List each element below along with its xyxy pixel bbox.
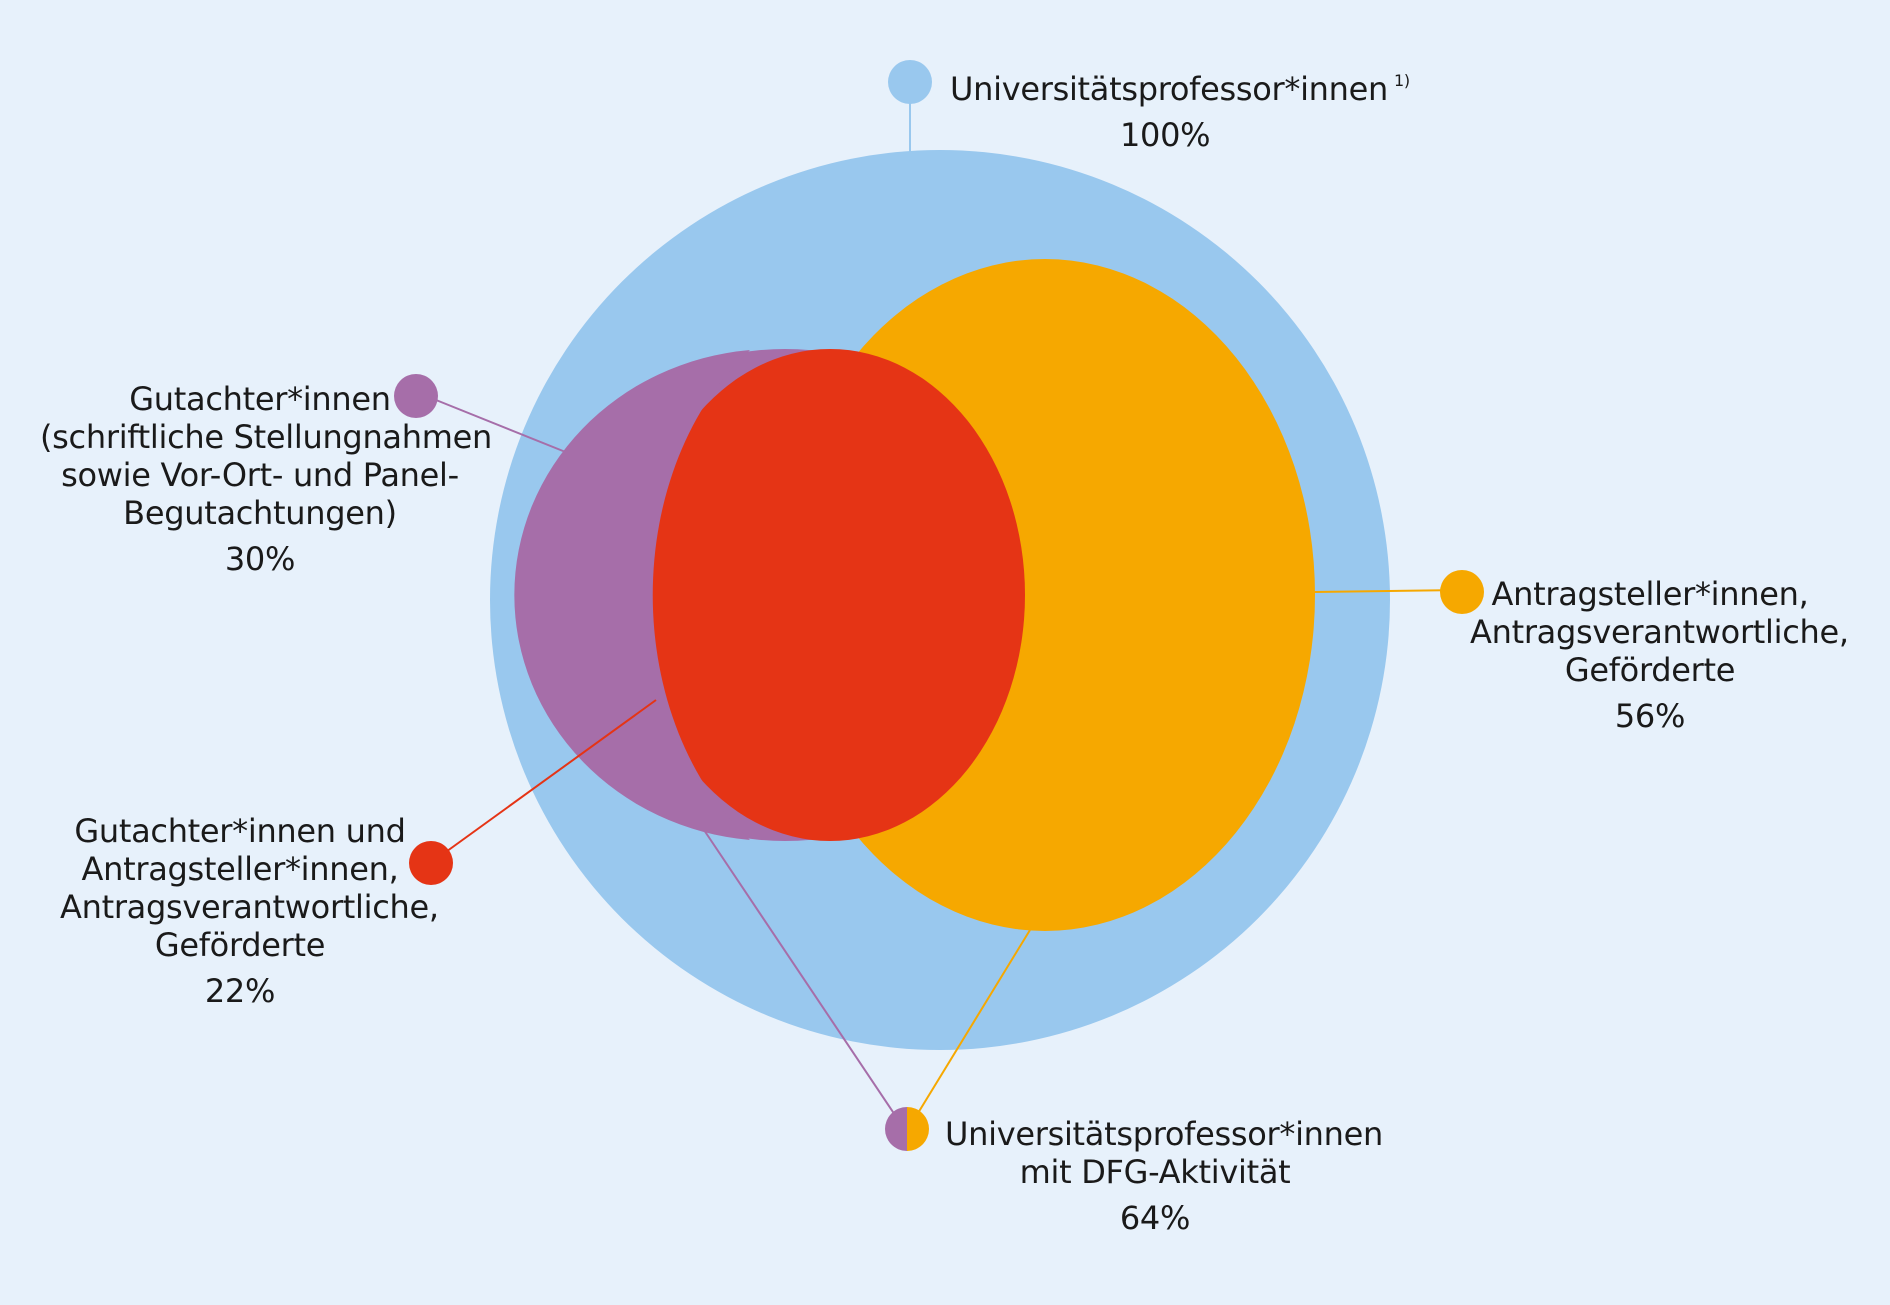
dfg-leader-reviewers [703,829,898,1119]
overlap-label-line: Geförderte [154,926,326,964]
reviewers-marker [394,374,438,418]
professors-percent: 100% [1120,116,1211,154]
overlap-label-line: Gutachter*innen und [74,812,406,850]
applicants-label-line: Antragsverantwortliche, [1470,613,1849,651]
applicants-marker [1440,570,1484,614]
reviewers-percent: 30% [224,540,296,578]
overlap-percent: 22% [204,972,276,1010]
overlap-label-line: Antragsverantwortliche, [60,888,439,926]
reviewers-crescent [514,350,750,840]
dfg-active-label-line: Universitätsprofessor*innen [945,1115,1384,1153]
footnote-marker: 1) [1394,71,1410,90]
applicants-leader [1313,589,1463,593]
applicants-label: Antragsteller*innen, Antragsverantwortli… [1470,575,1849,735]
applicants-label-line: Antragsteller*innen, [1491,575,1809,613]
applicants-percent: 56% [1614,697,1686,735]
dfg-active-percent: 64% [1119,1199,1191,1237]
overlap-label-line: Antragsteller*innen, [81,850,399,888]
professors-marker [888,60,932,104]
overlap-region [635,349,1025,841]
applicants-label-line: Geförderte [1564,651,1736,689]
reviewers-label-line: Begutachtungen) [123,494,397,532]
dfg-active-label: Universitätsprofessor*innen mit DFG-Akti… [945,1115,1384,1237]
dfg-active-label-line: mit DFG-Aktivität [1019,1153,1291,1191]
overlap-label: Gutachter*innen und Antragsteller*innen,… [60,812,439,1010]
overlap-leader [431,699,657,863]
overlap-marker [409,841,453,885]
reviewers-label-line: Gutachter*innen [129,380,391,418]
dfg-marker-left-half [885,1107,907,1151]
dfg-marker-right-half [907,1107,929,1151]
reviewers-label-line: sowie Vor-Ort- und Panel- [61,456,459,494]
reviewers-label: Gutachter*innen (schriftliche Stellungna… [40,380,492,578]
reviewers-label-line: (schriftliche Stellungnahmen [40,418,492,456]
dfg-leader-applicants [914,929,1031,1119]
reviewers-leader [435,399,574,456]
